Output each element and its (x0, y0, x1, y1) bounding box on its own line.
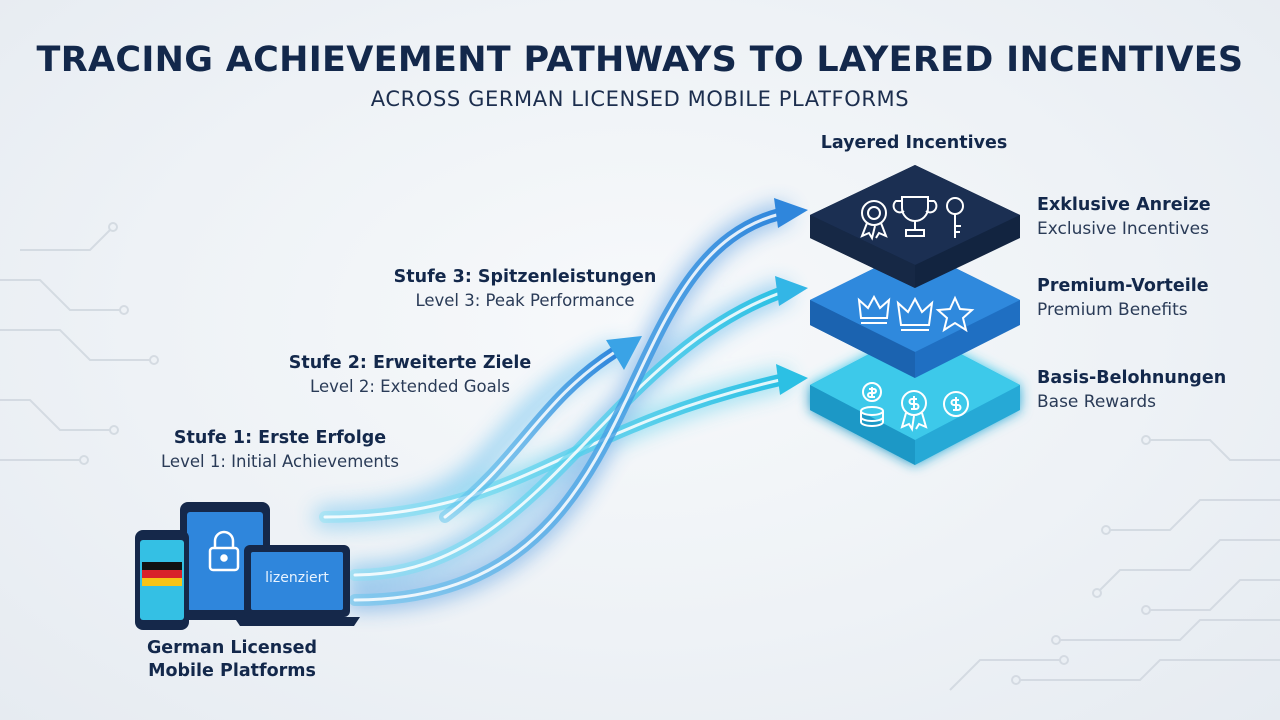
level-1-label: Stufe 1: Erste Erfolge Level 1: Initial … (140, 428, 420, 471)
circuit-decoration-right (949, 435, 1280, 691)
level-1-subtitle: Level 1: Initial Achievements (161, 452, 399, 471)
pathway-to-level-3 (439, 336, 642, 523)
level-3-title: Stufe 3: Spitzenleistungen (393, 267, 657, 287)
pathway-to-exclusive-incentives (349, 198, 808, 606)
circuit-decoration-left (0, 222, 159, 465)
level-3-subtitle: Level 3: Peak Performance (415, 291, 635, 310)
tier-label-premium: Premium-Vorteile Premium Benefits (1037, 276, 1209, 320)
page-subtitle: ACROSS GERMAN LICENSED MOBILE PLATFORMS (370, 87, 910, 111)
level-3-label: Stufe 3: Spitzenleistungen Level 3: Peak… (385, 267, 665, 310)
dollar-badge-icon (900, 390, 928, 432)
devices-group (135, 502, 360, 630)
level-2-subtitle: Level 2: Extended Goals (310, 377, 510, 396)
arrowhead-icon (776, 364, 808, 395)
level-1-title: Stufe 1: Erste Erfolge (173, 428, 387, 448)
tier-exclusive-title: Exklusive Anreize (1037, 195, 1211, 215)
tier-premium-title: Premium-Vorteile (1037, 276, 1209, 296)
arrowhead-icon (606, 336, 642, 370)
devices-caption: German Licensed Mobile Platforms (117, 637, 347, 683)
padlock-icon (208, 530, 240, 572)
coin-stack-icon (860, 382, 884, 427)
dollar-badge-icon (943, 391, 969, 417)
laptop-screen-label: lizenziert (265, 570, 329, 586)
level-2-title: Stufe 2: Erweiterte Ziele (288, 353, 532, 373)
arrowhead-icon (775, 276, 808, 306)
key-icon (946, 197, 964, 238)
arrowhead-icon (774, 198, 808, 228)
tier-exclusive-subtitle: Exclusive Incentives (1037, 219, 1209, 239)
incentive-stack (810, 165, 1020, 465)
tier-exclusive-incentives (810, 165, 1020, 288)
pathway-to-base-rewards (319, 364, 808, 523)
page-title: TRACING ACHIEVEMENT PATHWAYS TO LAYERED … (36, 40, 1244, 80)
stack-heading: Layered Incentives (820, 133, 1008, 153)
tier-label-exclusive: Exklusive Anreize Exclusive Incentives (1037, 195, 1211, 239)
smartphone-icon (135, 530, 189, 630)
tier-label-base: Basis-Belohnungen Base Rewards (1037, 368, 1226, 412)
german-flag-icon (142, 562, 182, 586)
pathway-to-premium-benefits (349, 276, 808, 581)
tier-premium-subtitle: Premium Benefits (1037, 300, 1188, 320)
laptop-icon (234, 545, 360, 626)
level-2-label: Stufe 2: Erweiterte Ziele Level 2: Exten… (270, 353, 550, 396)
trophy-icon (892, 196, 938, 237)
devices-caption-line-2: Mobile Platforms (148, 661, 316, 681)
pathways (314, 198, 808, 611)
star-icon (935, 295, 975, 333)
devices-caption-line-1: German Licensed (146, 638, 318, 658)
crown-icon (857, 294, 891, 324)
crown-icon (896, 296, 934, 331)
tier-base-title: Basis-Belohnungen (1037, 368, 1227, 388)
award-ribbon-icon (860, 200, 888, 241)
tier-base-subtitle: Base Rewards (1037, 392, 1156, 412)
